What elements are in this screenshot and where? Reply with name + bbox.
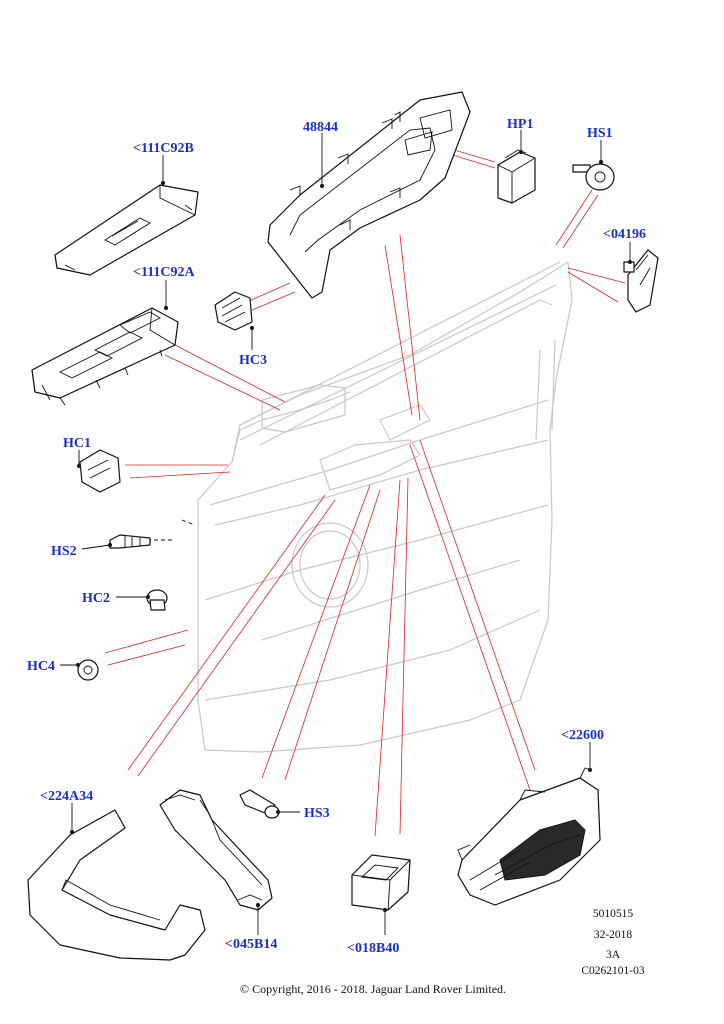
copyright-notice: © Copyright, 2016 - 2018. Jaguar Land Ro… xyxy=(240,982,506,996)
part-48844-armrest-finisher xyxy=(267,91,471,299)
part-018B40-switch xyxy=(351,854,411,911)
part-224A34-handle-trim xyxy=(27,809,206,961)
callout-HP1: HP1 xyxy=(507,117,533,132)
part-HP1 xyxy=(497,149,536,204)
part-045B14-pull-handle xyxy=(159,789,273,911)
callout-04196: <04196 xyxy=(603,227,646,242)
callout-pointers xyxy=(60,130,632,935)
part-111C92B-switch-bezel xyxy=(54,184,199,276)
callout-HS3: HS3 xyxy=(304,806,330,821)
meta-line-4: C0262101-03 xyxy=(581,965,645,977)
callout-HC3: HC3 xyxy=(239,353,267,368)
callout-HS2: HS2 xyxy=(51,544,77,559)
part-HS1 xyxy=(572,163,615,191)
part-22600-door-handle xyxy=(457,767,601,906)
part-04196 xyxy=(623,249,659,313)
callout-48844: 48844 xyxy=(303,120,338,135)
callout-045B14: <045B14 xyxy=(225,937,277,952)
callout-018B40: <018B40 xyxy=(347,941,399,956)
callout-111C92B: <111C92B xyxy=(133,141,194,156)
callout-HC4: HC4 xyxy=(27,659,55,674)
meta-line-1: 5010515 xyxy=(593,908,634,920)
part-HC2 xyxy=(146,589,168,611)
part-HS3 xyxy=(239,789,280,819)
part-111C92A-switch-housing xyxy=(31,307,179,406)
part-HC4 xyxy=(77,659,99,681)
door-trim-panel-ghost xyxy=(197,261,573,753)
callout-HS1: HS1 xyxy=(587,126,613,141)
callout-labels: <111C92B <111C92A 48844 HP1 HS1 <04196 H… xyxy=(27,117,646,956)
callout-HC1: HC1 xyxy=(63,436,91,451)
callout-224A34: <224A34 xyxy=(40,789,93,804)
part-HS2 xyxy=(109,534,151,549)
part-HC1 xyxy=(79,449,121,493)
callout-HC2: HC2 xyxy=(82,591,110,606)
leader-lines xyxy=(104,139,626,837)
document-meta: 5010515 32-2018 3A C0262101-03 xyxy=(581,908,645,977)
meta-line-2: 32-2018 xyxy=(594,929,633,941)
part-HC3 xyxy=(214,291,253,331)
callout-111C92A: <111C92A xyxy=(133,265,196,280)
meta-line-3: 3A xyxy=(606,949,621,961)
callout-22600: <22600 xyxy=(561,728,604,743)
